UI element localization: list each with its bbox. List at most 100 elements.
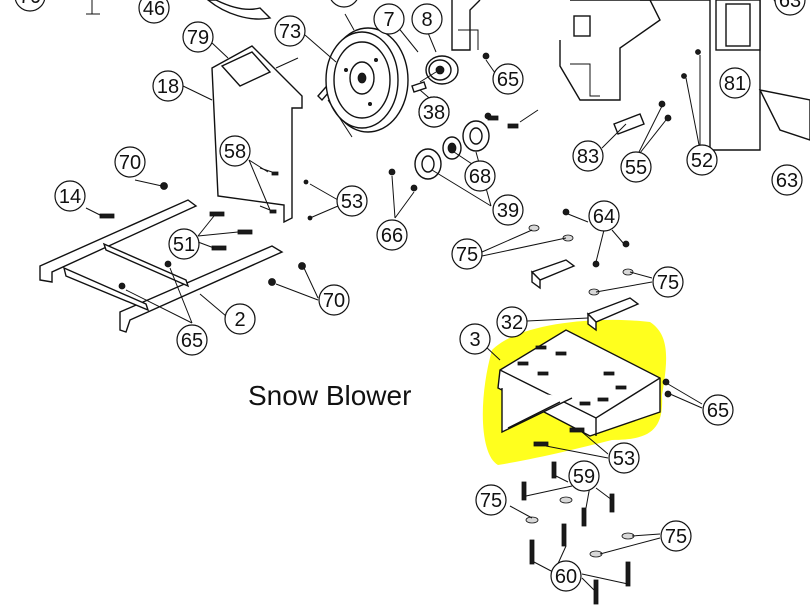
washers [528,208,634,296]
bolts-left [99,179,313,286]
callout-circle [219,135,251,167]
callout-number: 53 [613,448,635,470]
callout-number: 79 [187,27,209,49]
callout-number: 65 [497,69,519,91]
callout-balloon: 9 [330,0,358,8]
callout-circle [686,144,718,176]
belt-guard-plate [211,45,303,224]
housing [451,0,810,151]
callout-circle [550,560,582,592]
callout-circle [492,63,524,95]
callout-balloon: 2 [224,303,256,335]
callout-circle [274,15,306,47]
mounting-bracket [497,329,672,447]
callout-number: 8 [421,9,432,31]
callout-circle [54,180,86,212]
callout-number: 75 [657,272,679,294]
callout-circle [608,442,640,474]
callout-balloon: 51 [168,228,200,260]
callout-circle [330,0,358,8]
callout-number: 66 [381,225,403,247]
callout-circle [620,151,652,183]
callout-circle [774,0,806,16]
u-frame [39,199,284,333]
callout-number: 63 [776,170,798,192]
callout-balloon: 70 [318,284,350,316]
callout-number: 64 [593,206,615,228]
callout-circle [652,266,684,298]
callout-balloon: 79 [182,21,214,53]
callout-balloon: 32 [496,306,528,338]
spacer-bars [530,259,640,332]
callout-balloon: 75 [451,238,483,270]
callout-circle [411,3,443,35]
callout-circle [14,0,46,12]
callout-number: 18 [157,76,179,98]
callout-circle [496,306,528,338]
callout-circle [464,160,496,192]
callout-balloon: 75 [475,484,507,516]
callout-circle [224,303,256,335]
callout-number: 70 [19,0,41,8]
callout-number: 60 [555,566,577,588]
callout-circle [152,70,184,102]
callout-balloon: 75 [660,520,692,552]
callout-balloon: 39 [492,194,524,226]
callout-circle [660,520,692,552]
callout-number: 32 [501,312,523,334]
callout-number: 51 [173,234,195,256]
callouts: 7046978797318658163388355526370581453683… [14,0,806,592]
callout-circle [459,323,491,355]
callout-circle [373,3,405,35]
diagram-title: Snow Blower [248,380,411,411]
callout-number: 55 [625,157,647,179]
callout-number: 65 [707,400,729,422]
callout-number: 46 [143,0,165,20]
callout-balloon: 18 [152,70,184,102]
callout-circle [451,238,483,270]
callout-circle [418,96,450,128]
callout-number: 59 [573,466,595,488]
callout-number: 70 [323,290,345,312]
callout-balloon: 73 [274,15,306,47]
callout-balloon: 53 [608,442,640,474]
callout-balloon: 70 [14,0,46,12]
callout-balloon: 68 [464,160,496,192]
callout-number: 75 [665,526,687,548]
callout-balloon: 59 [568,460,600,492]
callout-balloon: 81 [719,67,751,99]
callout-number: 63 [779,0,801,12]
callout-balloon: 52 [686,144,718,176]
callout-number: 9 [338,0,349,4]
callout-balloon: 38 [418,96,450,128]
callout-circle [138,0,170,24]
callout-circle [719,67,751,99]
callout-balloon: 64 [588,200,620,232]
callout-balloon: 14 [54,180,86,212]
callout-number: 53 [341,191,363,213]
callout-number: 14 [59,186,81,208]
callout-number: 75 [456,244,478,266]
callout-circle [376,219,408,251]
bolts-bottom [521,461,635,605]
callout-balloon: 65 [176,324,208,356]
callout-number: 70 [119,152,141,174]
callout-circle [771,164,803,196]
callout-balloon: 58 [219,135,251,167]
callout-balloon: 75 [652,266,684,298]
callout-number: 75 [480,490,502,512]
callout-balloon: 60 [550,560,582,592]
callout-number: 38 [423,102,445,124]
callout-balloon: 66 [376,219,408,251]
callout-balloon: 46 [138,0,170,24]
callout-number: 83 [577,146,599,168]
callout-number: 2 [234,309,245,331]
callout-number: 3 [469,329,480,351]
callout-number: 73 [279,21,301,43]
callout-circle [182,21,214,53]
callout-circle [568,460,600,492]
callout-circle [318,284,350,316]
callout-balloon: 53 [336,185,368,217]
top-left-partials [86,0,272,20]
